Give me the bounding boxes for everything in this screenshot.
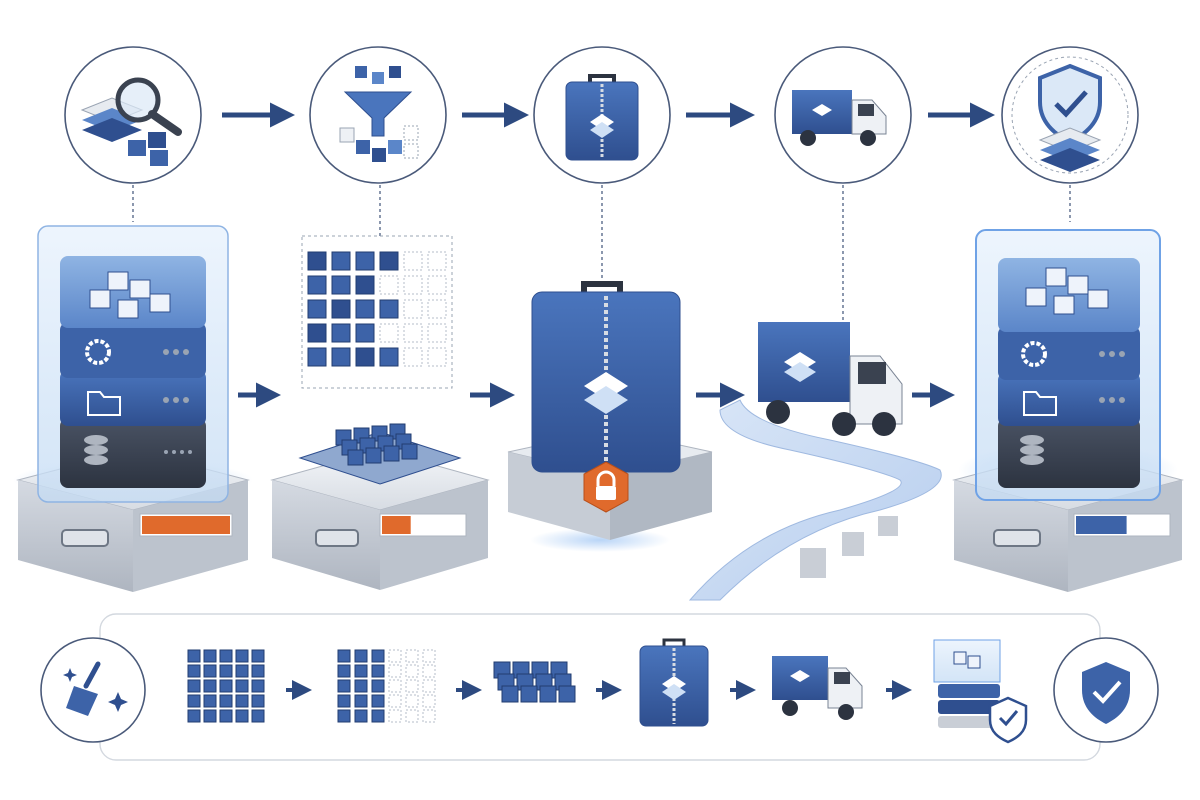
summary-shield: [1053, 637, 1159, 743]
station-staging-cubes: [270, 235, 490, 590]
block-grid-icon: [187, 649, 265, 723]
stage-circle-assess: [64, 46, 202, 184]
funnel-blocks-icon: [339, 66, 419, 162]
broom-sparkle-icon: [63, 661, 128, 716]
stage-circle-package: [533, 46, 671, 184]
magnifier-data-icon: [80, 77, 182, 166]
truck-icon: [792, 90, 887, 146]
dotted-connectors: [132, 185, 1071, 320]
stage-circle-transport: [774, 46, 912, 184]
cube-cluster-icon: [89, 271, 171, 319]
summary-partial-grid: [337, 649, 436, 723]
database-icon: [84, 435, 108, 465]
server-stack-check-icon: [933, 639, 1028, 744]
summary-compact: [493, 661, 576, 703]
briefcase-icon: [639, 638, 709, 727]
database-icon: [1020, 435, 1044, 465]
gear-icon: [1021, 341, 1047, 367]
briefcase-icon: [565, 74, 639, 161]
stage-circle-filter: [309, 46, 447, 184]
shield-check-icon: [1082, 662, 1130, 724]
station-truck-on-road: [688, 322, 942, 601]
summary-truck: [772, 656, 863, 720]
partial-grid-icon: [337, 649, 436, 723]
summary-clean: [40, 637, 146, 743]
shield-check-icon: [1038, 63, 1102, 172]
station-source-server: [13, 225, 253, 592]
stage-circle-verify: [1001, 46, 1139, 184]
summary-case: [639, 638, 709, 727]
cube-cluster-icon: [493, 661, 576, 703]
station-target-server: [952, 229, 1184, 592]
folder-icon: [87, 391, 121, 416]
folder-icon: [1023, 391, 1057, 416]
summary-stack: [933, 639, 1028, 744]
truck-icon: [772, 656, 863, 720]
gear-icon: [85, 339, 111, 365]
padlock-icon: [583, 461, 629, 513]
block-grid-icon: [307, 251, 447, 367]
station-encrypted-case: [507, 281, 713, 552]
summary-grid: [187, 649, 265, 723]
